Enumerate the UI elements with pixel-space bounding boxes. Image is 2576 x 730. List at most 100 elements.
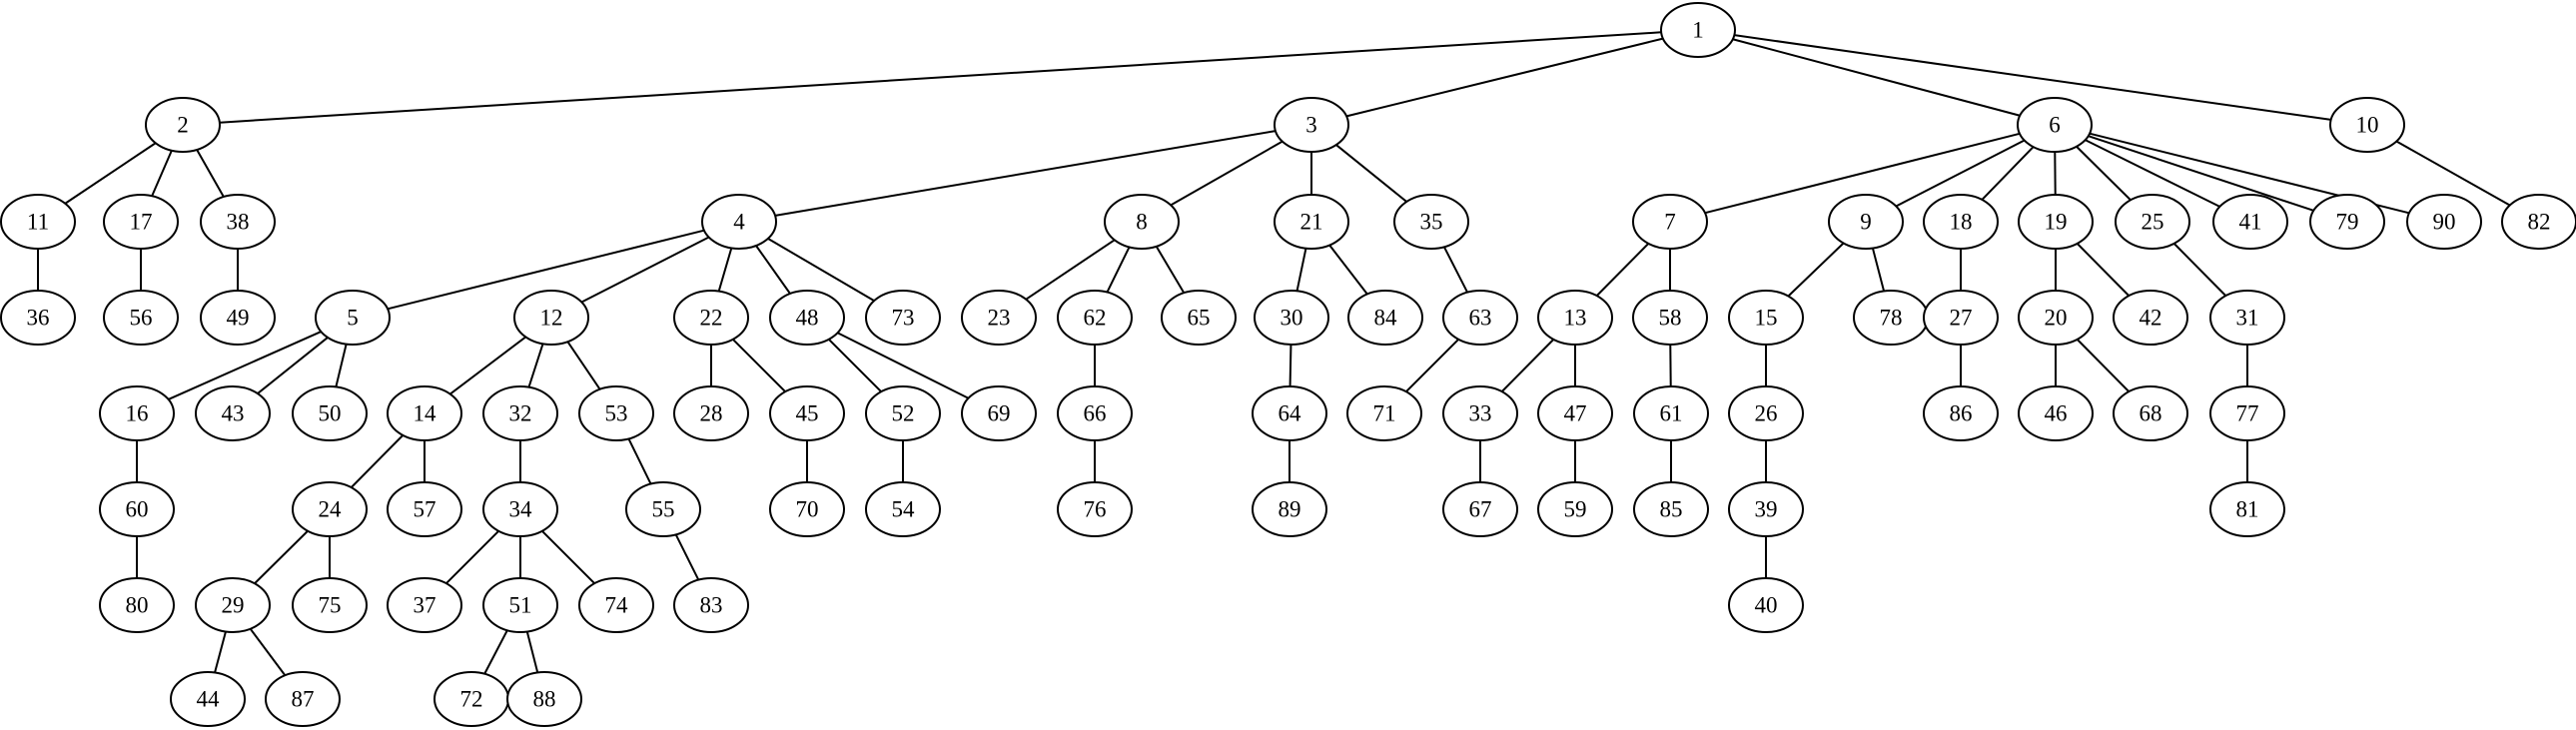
node-ellipse xyxy=(482,385,558,441)
node-ellipse xyxy=(673,385,749,441)
node-label: 8 xyxy=(1136,210,1148,235)
node-17: 17 xyxy=(103,194,179,250)
edge-63-71 xyxy=(1405,339,1459,392)
node-80: 80 xyxy=(99,577,175,633)
node-label: 65 xyxy=(1188,306,1211,331)
node-29: 29 xyxy=(195,577,271,633)
node-label: 66 xyxy=(1084,401,1107,426)
node-label: 45 xyxy=(796,401,819,426)
node-ellipse xyxy=(1632,290,1708,346)
node-82: 82 xyxy=(2501,194,2576,250)
edge-22-45 xyxy=(732,339,786,392)
node-34: 34 xyxy=(482,481,558,537)
node-31: 31 xyxy=(2209,290,2285,346)
node-label: 31 xyxy=(2236,306,2259,331)
node-ellipse xyxy=(315,290,391,346)
node-58: 58 xyxy=(1632,290,1708,346)
node-1: 1 xyxy=(1660,2,1736,58)
node-label: 60 xyxy=(126,497,149,522)
node-21: 21 xyxy=(1274,194,1349,250)
node-15: 15 xyxy=(1728,290,1804,346)
node-54: 54 xyxy=(865,481,941,537)
node-label: 40 xyxy=(1755,593,1778,618)
node-66: 66 xyxy=(1057,385,1133,441)
node-56: 56 xyxy=(103,290,179,346)
edge-12-32 xyxy=(527,343,544,388)
edge-6-7 xyxy=(1704,132,2021,215)
node-label: 90 xyxy=(2433,210,2456,235)
node-ellipse xyxy=(1923,385,1999,441)
edge-12-53 xyxy=(566,341,601,390)
edge-8-23 xyxy=(1025,239,1116,301)
node-label: 9 xyxy=(1860,210,1872,235)
edge-4-5 xyxy=(387,229,705,311)
node-ellipse xyxy=(2209,290,2285,346)
node-ellipse xyxy=(1252,385,1327,441)
edge-55-83 xyxy=(674,533,700,581)
node-ellipse xyxy=(99,577,175,633)
node-label: 35 xyxy=(1420,210,1443,235)
edge-5-43 xyxy=(257,337,329,394)
node-label: 6 xyxy=(2049,113,2061,138)
node-90: 90 xyxy=(2406,194,2482,250)
node-label: 52 xyxy=(892,401,915,426)
node-ellipse xyxy=(387,481,462,537)
node-ellipse xyxy=(200,290,276,346)
node-ellipse xyxy=(1254,290,1329,346)
node-ellipse xyxy=(865,385,941,441)
node-30: 30 xyxy=(1254,290,1329,346)
node-label: 1 xyxy=(1692,18,1704,43)
node-ellipse xyxy=(1252,481,1327,537)
node-70: 70 xyxy=(769,481,845,537)
node-ellipse xyxy=(2113,290,2188,346)
edge-48-52 xyxy=(828,339,882,392)
node-65: 65 xyxy=(1161,290,1237,346)
node-55: 55 xyxy=(625,481,701,537)
node-label: 7 xyxy=(1664,210,1676,235)
node-ellipse xyxy=(2115,194,2190,250)
node-label: 18 xyxy=(1950,210,1973,235)
node-label: 78 xyxy=(1880,306,1903,331)
node-label: 38 xyxy=(227,210,250,235)
node-label: 5 xyxy=(347,306,359,331)
node-label: 15 xyxy=(1755,306,1778,331)
edge-12-14 xyxy=(449,336,526,395)
node-ellipse xyxy=(1057,481,1133,537)
node-label: 88 xyxy=(533,687,556,712)
node-ellipse xyxy=(1728,577,1804,633)
node-35: 35 xyxy=(1393,194,1469,250)
node-ellipse xyxy=(292,385,368,441)
node-ellipse xyxy=(578,577,654,633)
edge-20-68 xyxy=(2076,339,2131,392)
node-ellipse xyxy=(1347,290,1423,346)
edge-30-64 xyxy=(1288,344,1292,387)
node-9: 9 xyxy=(1828,194,1904,250)
edge-2-11 xyxy=(64,142,157,205)
node-label: 19 xyxy=(2045,210,2068,235)
node-ellipse xyxy=(1633,481,1709,537)
node-label: 11 xyxy=(27,210,49,235)
node-label: 30 xyxy=(1281,306,1303,331)
node-ellipse xyxy=(1274,97,1349,153)
node-ellipse xyxy=(769,290,845,346)
node-ellipse xyxy=(1728,385,1804,441)
node-86: 86 xyxy=(1923,385,1999,441)
edge-6-79 xyxy=(2088,135,2314,212)
node-ellipse xyxy=(1346,385,1422,441)
node-83: 83 xyxy=(673,577,749,633)
node-ellipse xyxy=(2209,481,2285,537)
edge-48-69 xyxy=(837,332,969,399)
node-18: 18 xyxy=(1923,194,1999,250)
node-label: 33 xyxy=(1469,401,1492,426)
node-label: 13 xyxy=(1564,306,1587,331)
edge-1-10 xyxy=(1734,34,2331,121)
node-62: 62 xyxy=(1057,290,1133,346)
node-label: 74 xyxy=(605,593,629,618)
edge-6-18 xyxy=(1981,146,2035,201)
node-label: 53 xyxy=(605,401,628,426)
node-73: 73 xyxy=(865,290,941,346)
node-label: 22 xyxy=(700,306,723,331)
node-20: 20 xyxy=(2018,290,2094,346)
node-63: 63 xyxy=(1442,290,1518,346)
node-48: 48 xyxy=(769,290,845,346)
